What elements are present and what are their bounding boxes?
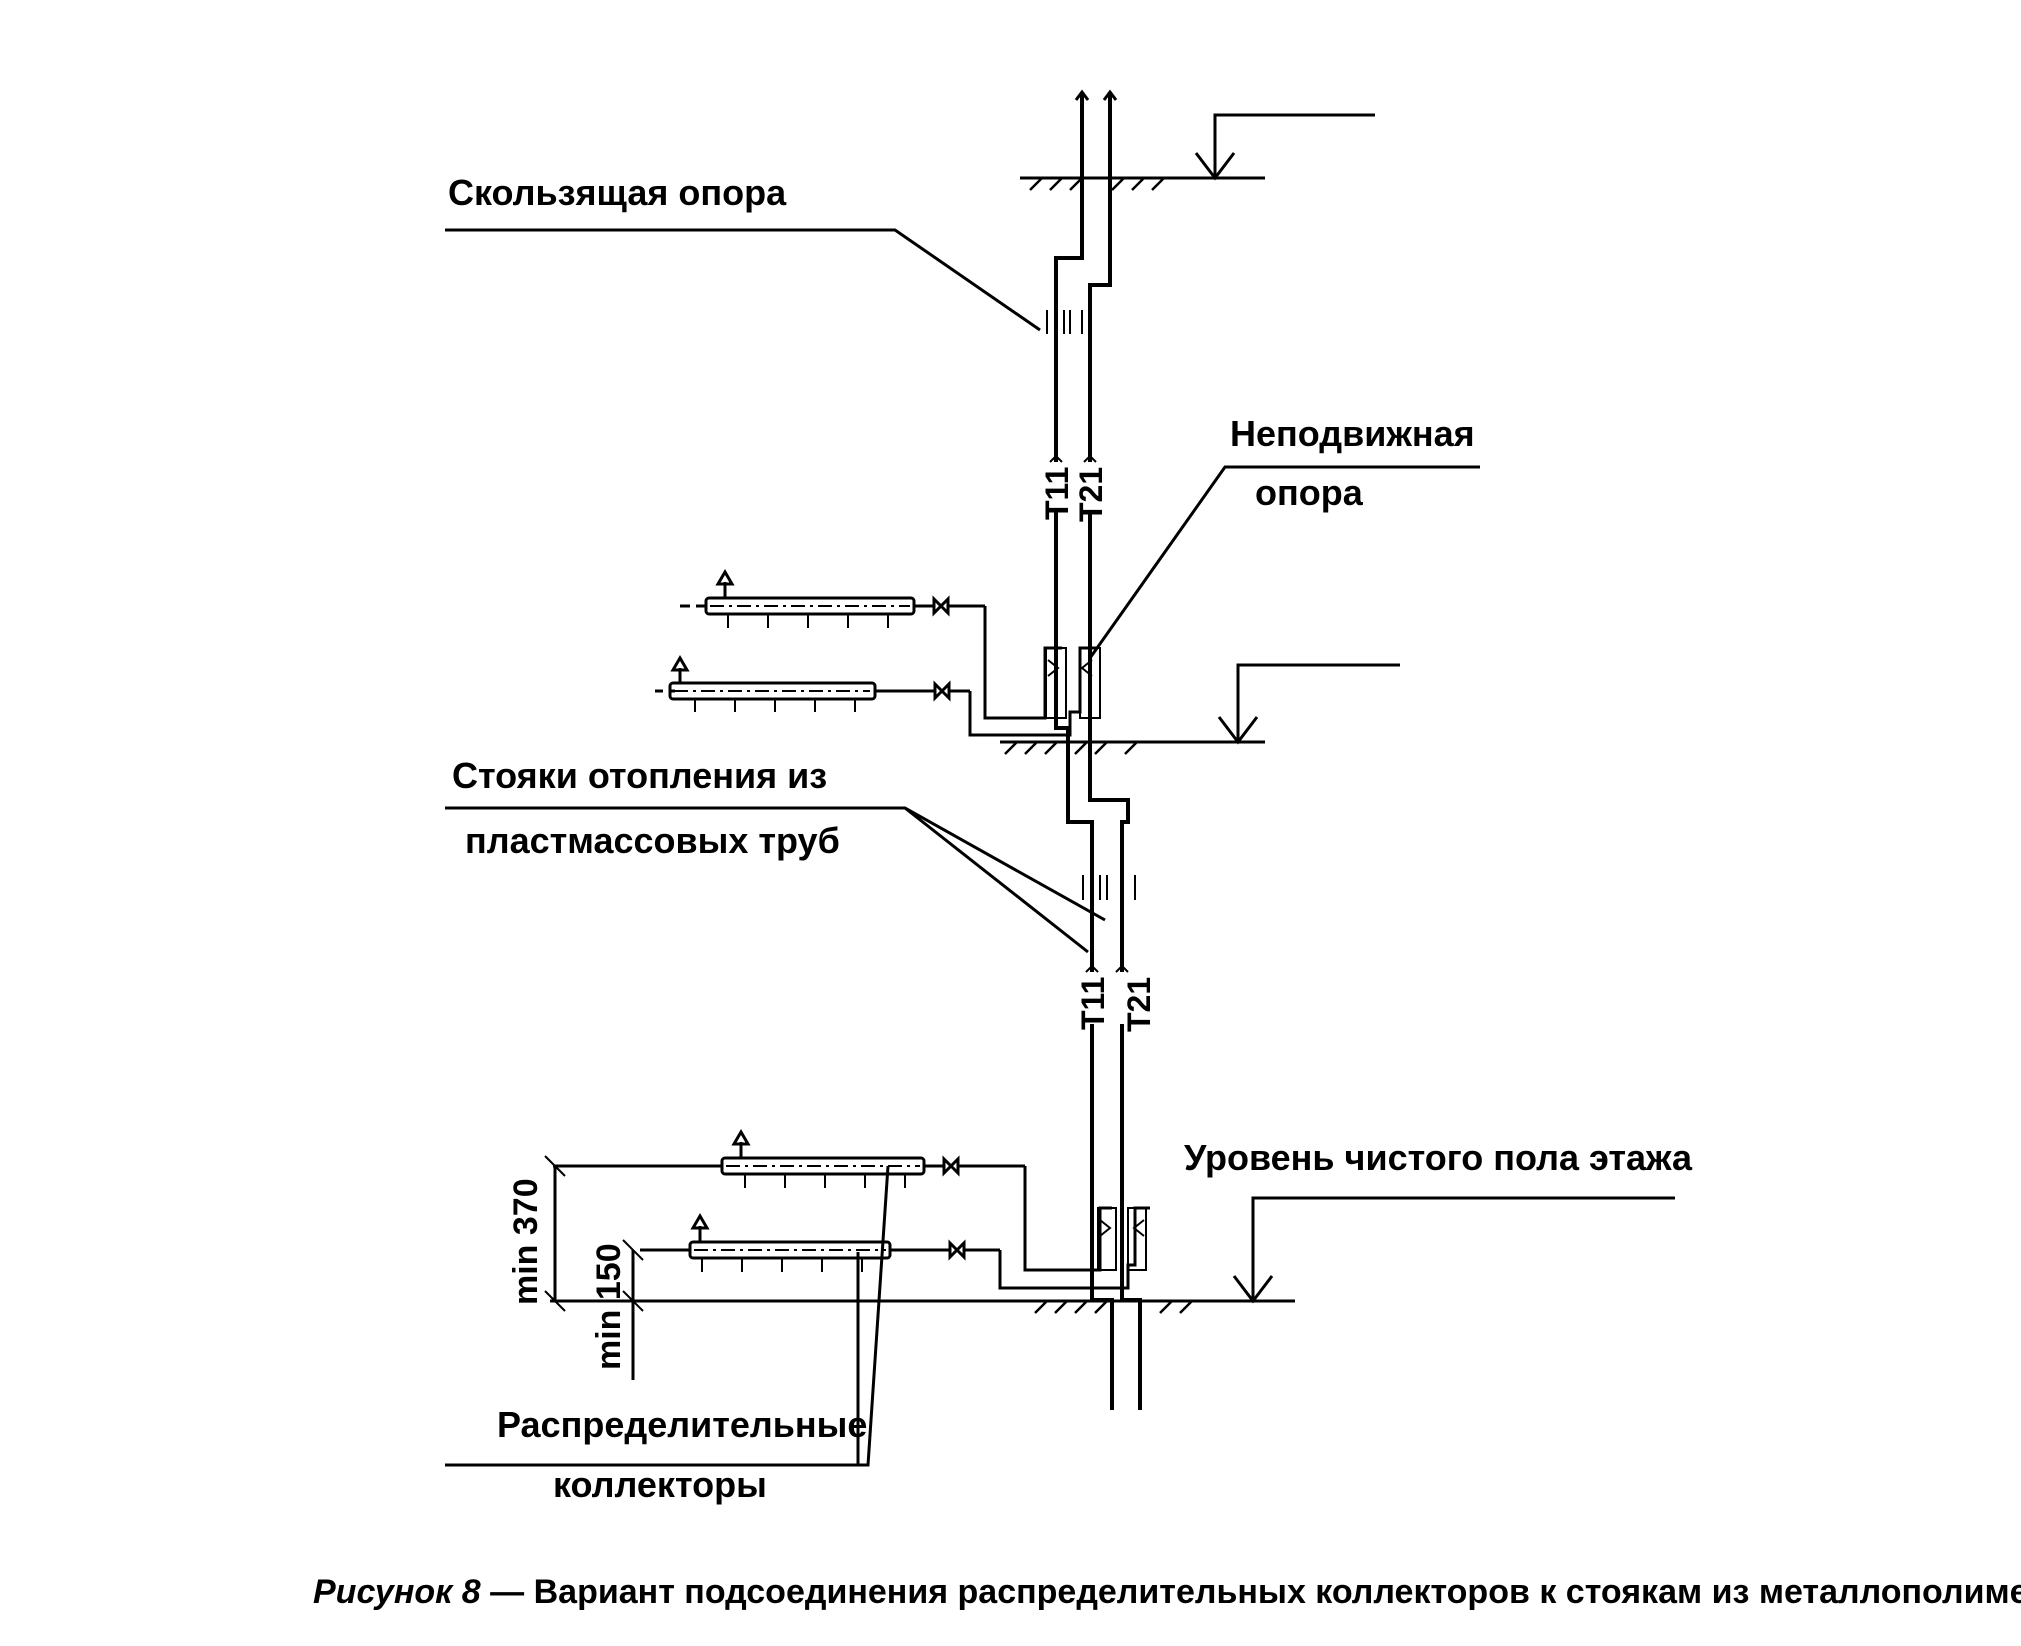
riser-t21 (1088, 89, 1142, 1410)
floor-level-top (1020, 113, 1375, 191)
collector-upper-return (655, 646, 1098, 737)
label-collectors-line1: Распределительные (497, 1404, 867, 1445)
sliding-support-upper (1046, 310, 1083, 334)
riser-t11 (1054, 89, 1114, 1410)
pipe-mark-t21-upper: Т21 (1073, 467, 1109, 522)
dimension-lines (544, 1155, 722, 1380)
label-floor-level: Уровень чистого пола этажа (1184, 1137, 1693, 1178)
label-risers-line1: Стояки отопления из (452, 755, 827, 796)
label-fixed-support-line1: Неподвижная (1230, 413, 1475, 454)
floor-level-bottom (550, 1196, 1675, 1314)
dimension-min370: min 370 (507, 1178, 545, 1305)
collector-upper-supply (680, 569, 1062, 720)
label-collectors-line2: коллекторы (553, 1464, 767, 1505)
dimension-min150: min 150 (590, 1243, 628, 1370)
fixed-support-lower (1097, 1207, 1147, 1271)
fixed-support (1045, 647, 1101, 719)
pipe-mark-t11-lower: Т11 (1075, 977, 1111, 1030)
pipe-mark-t11-upper: Т11 (1039, 467, 1075, 520)
label-fixed-support-line2: опора (1255, 472, 1364, 513)
pipe-mark-t21-lower: Т21 (1121, 977, 1157, 1032)
label-sliding-support: Скользящая опора (448, 172, 787, 213)
collector-lower-return (640, 1206, 1150, 1290)
leader-lines (445, 228, 1480, 1467)
caption-lead: Рисунок 8 (313, 1573, 481, 1611)
sliding-support-lower (1082, 875, 1136, 900)
caption-text: — Вариант подсоединения распределительны… (481, 1573, 2021, 1611)
floor-level-middle (1000, 663, 1400, 755)
pipe-break-marks (1049, 454, 1129, 973)
label-risers-line2: пластмассовых труб (465, 820, 840, 861)
figure-caption: Рисунок 8 — Вариант подсоединения распре… (313, 1573, 2021, 1611)
